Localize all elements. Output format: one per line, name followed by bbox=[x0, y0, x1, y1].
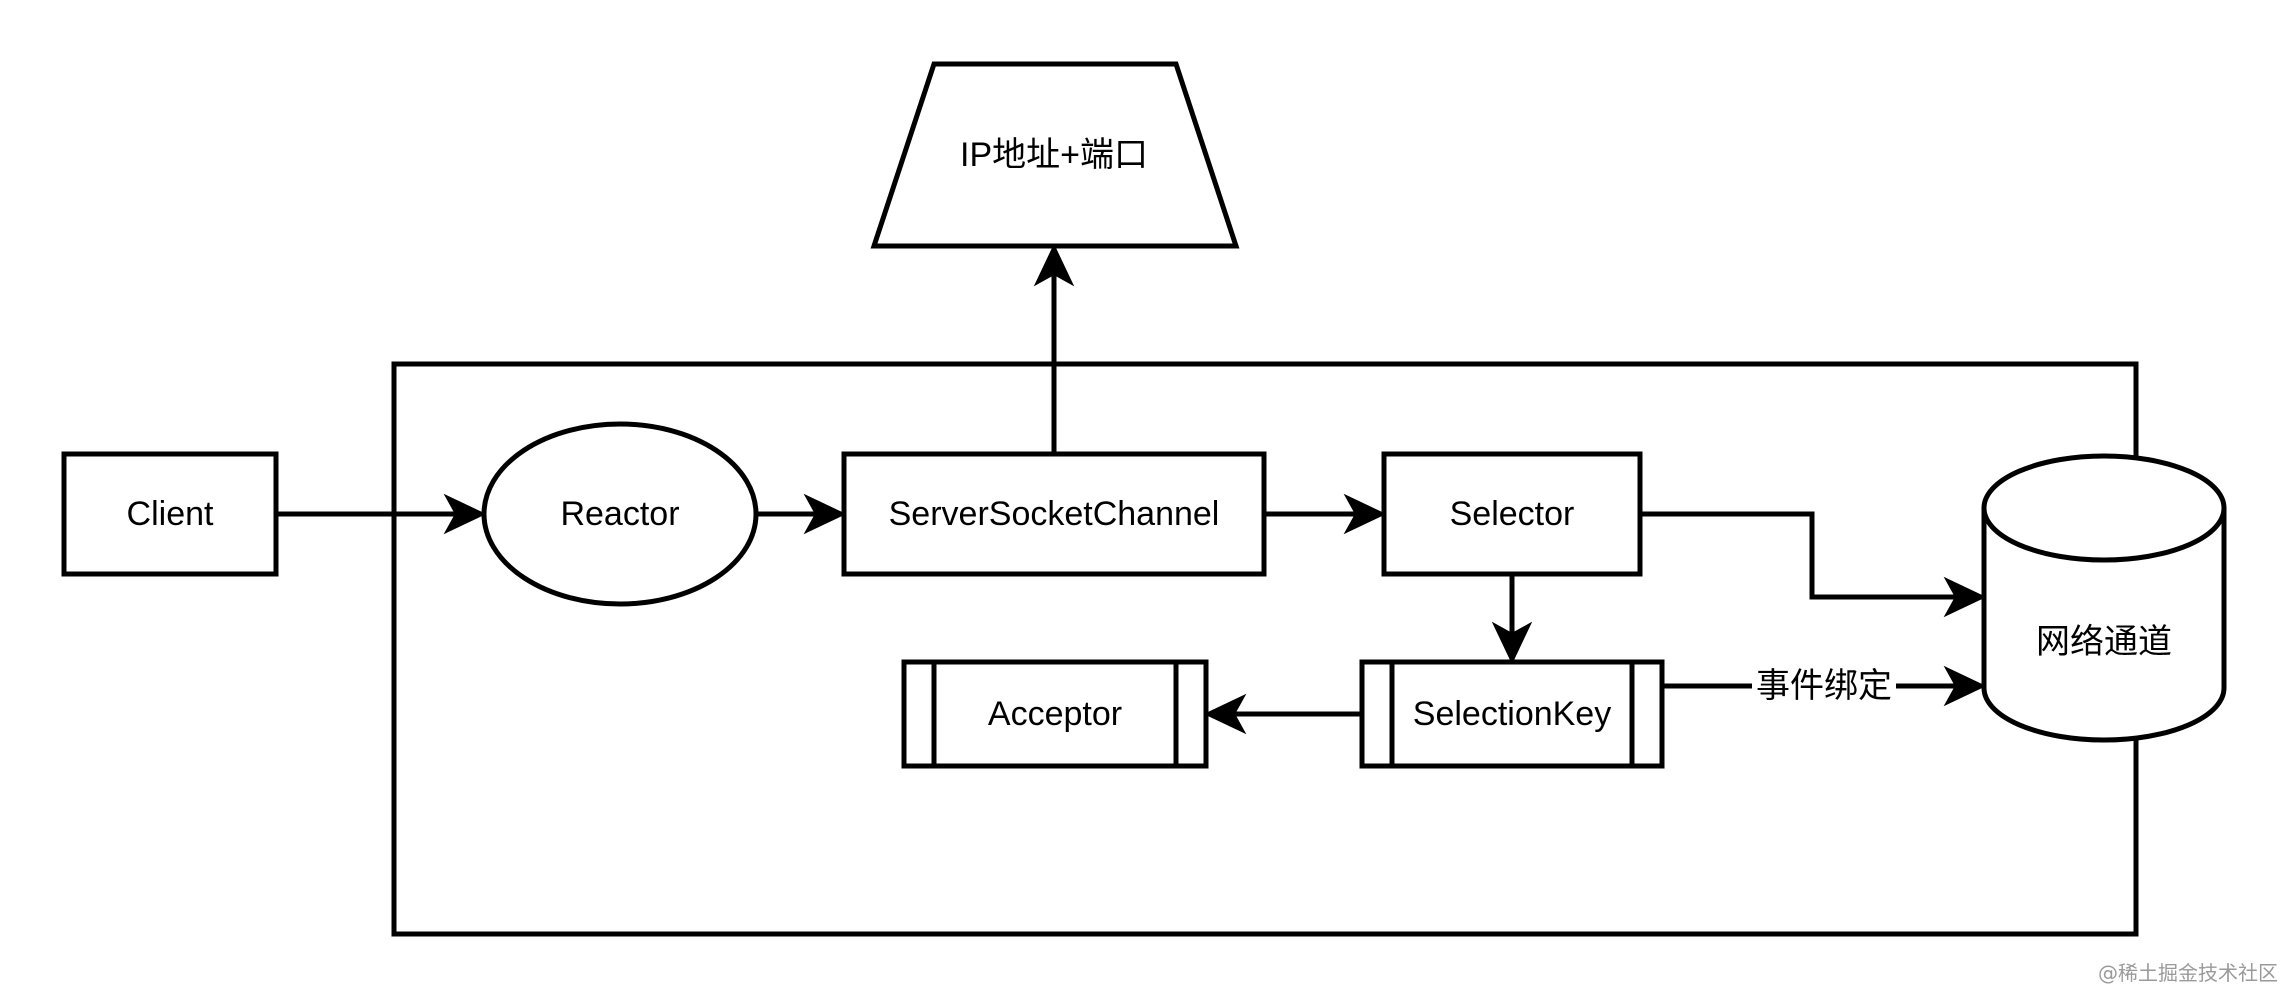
node-client: Client bbox=[61, 451, 279, 577]
node-serversocketchannel-label: ServerSocketChannel bbox=[889, 495, 1220, 533]
node-network-channel: 网络通道 bbox=[1981, 453, 2227, 743]
node-selectionkey-label: SelectionKey bbox=[1413, 695, 1611, 733]
arrowhead-icon bbox=[803, 493, 847, 535]
node-acceptor: Acceptor bbox=[901, 659, 1209, 769]
edge-client-to-reactor bbox=[276, 493, 487, 535]
arrowhead-icon bbox=[443, 493, 487, 535]
arrowhead-icon bbox=[1491, 621, 1533, 665]
node-selector-label: Selector bbox=[1450, 495, 1575, 533]
node-selectionkey: SelectionKey bbox=[1359, 659, 1665, 769]
arrowhead-icon bbox=[1033, 243, 1075, 287]
node-client-label: Client bbox=[127, 495, 214, 533]
node-reactor-label: Reactor bbox=[560, 495, 679, 533]
node-serversocketchannel: ServerSocketChannel bbox=[841, 451, 1267, 577]
arrowhead-icon bbox=[1203, 693, 1247, 735]
arrowhead-icon bbox=[1943, 576, 1987, 618]
edge-selector-to-selectionkey bbox=[1491, 574, 1533, 665]
edge-label-event-binding: 事件绑定 bbox=[1756, 666, 1892, 706]
edge-serversocketchannel-to-selector bbox=[1264, 493, 1387, 535]
edge-serversocketchannel-to-ip-port bbox=[1033, 243, 1075, 454]
node-ip-port-label: IP地址+端口 bbox=[960, 136, 1148, 174]
node-acceptor-label: Acceptor bbox=[988, 695, 1122, 733]
watermark-text: @稀土掘金技术社区 bbox=[2098, 961, 2278, 985]
edge-selectionkey-to-acceptor bbox=[1203, 693, 1362, 735]
edge-reactor-to-serversocketchannel bbox=[756, 493, 847, 535]
node-reactor: Reactor bbox=[481, 421, 759, 607]
edge-selector-to-network-channel bbox=[1640, 511, 1987, 618]
node-selector: Selector bbox=[1381, 451, 1643, 577]
arrowhead-icon bbox=[1343, 493, 1387, 535]
arrowhead-icon bbox=[1943, 665, 1987, 707]
node-network-channel-label: 网络通道 bbox=[2036, 623, 2172, 661]
edge-selectionkey-to-network-channel: 事件绑定 bbox=[1662, 665, 1987, 707]
node-ip-port: IP地址+端口 bbox=[870, 61, 1240, 249]
